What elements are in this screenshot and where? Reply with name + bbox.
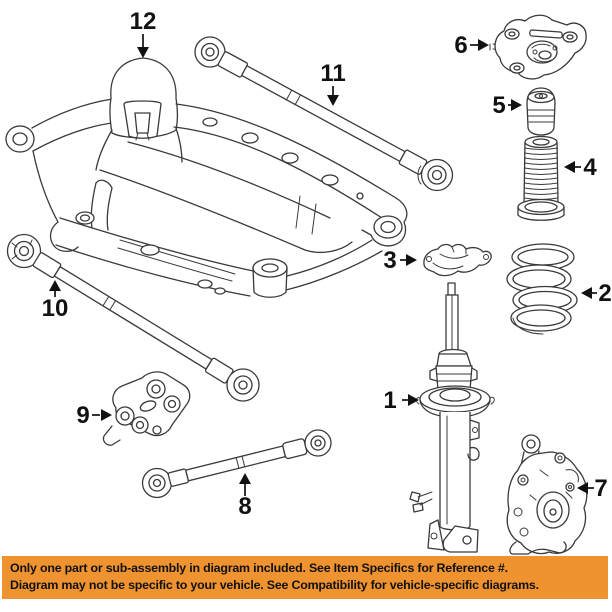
callout-3: 3	[383, 247, 417, 274]
steering-knuckle-drawing	[506, 434, 588, 555]
callout-7-number: 7	[594, 475, 607, 502]
callout-1-number: 1	[383, 387, 396, 414]
callout-2-arrow-icon	[581, 287, 592, 299]
callout-11-number: 11	[320, 60, 345, 87]
strut-dust-boot-drawing	[517, 135, 565, 221]
callout-6-number: 6	[454, 32, 467, 59]
bump-stop-drawing	[526, 87, 556, 136]
callout-12-number: 12	[130, 8, 157, 35]
callout-3-arrow-icon	[406, 254, 417, 266]
lateral-arm-upper-drawing	[194, 36, 454, 192]
callout-9: 9	[76, 402, 112, 429]
callout-2: 2	[581, 280, 612, 307]
callout-4-number: 4	[583, 154, 597, 181]
callout-10-arrow-icon	[49, 280, 61, 291]
callout-12: 12	[130, 8, 157, 58]
callout-6-arrow-icon	[478, 39, 489, 51]
strut-assembly-drawing	[409, 282, 495, 553]
callout-5: 5	[492, 92, 522, 119]
callout-6: 6	[454, 32, 489, 59]
disclaimer-line-1: Only one part or sub-assembly in diagram…	[10, 561, 508, 575]
callout-8-arrow-icon	[239, 473, 251, 484]
callout-9-arrow-icon	[101, 409, 112, 421]
callout-4-arrow-icon	[564, 161, 575, 173]
subframe-crossmember-drawing	[5, 57, 408, 298]
callout-7-arrow-icon	[577, 482, 588, 494]
callout-12-arrow-icon	[137, 47, 149, 58]
callout-1: 1	[383, 387, 419, 414]
callout-5-arrow-icon	[511, 99, 522, 111]
trailing-arm-drawing	[141, 429, 332, 499]
callout-2-number: 2	[598, 280, 611, 307]
callout-3-number: 3	[383, 247, 396, 274]
coil-spring-drawing	[506, 243, 578, 335]
callout-4: 4	[564, 154, 597, 181]
callout-8: 8	[238, 473, 252, 520]
callout-11-arrow-icon	[327, 95, 339, 106]
callout-10-number: 10	[42, 295, 69, 322]
strut-mount-drawing	[489, 14, 587, 80]
arm-bracket-drawing	[102, 371, 191, 446]
disclaimer-banner: Only one part or sub-assembly in diagram…	[2, 556, 608, 599]
disclaimer-line-2: Diagram may not be specific to your vehi…	[10, 578, 539, 592]
spring-insulator-drawing	[423, 243, 492, 277]
callout-9-number: 9	[76, 402, 89, 429]
callout-5-number: 5	[492, 92, 505, 119]
callout-11: 11	[320, 60, 346, 106]
callout-1-arrow-icon	[408, 394, 419, 406]
callout-10: 10	[42, 280, 69, 322]
callout-8-number: 8	[238, 493, 251, 520]
lateral-arm-lower-drawing	[6, 233, 260, 402]
callout-7: 7	[577, 475, 608, 502]
